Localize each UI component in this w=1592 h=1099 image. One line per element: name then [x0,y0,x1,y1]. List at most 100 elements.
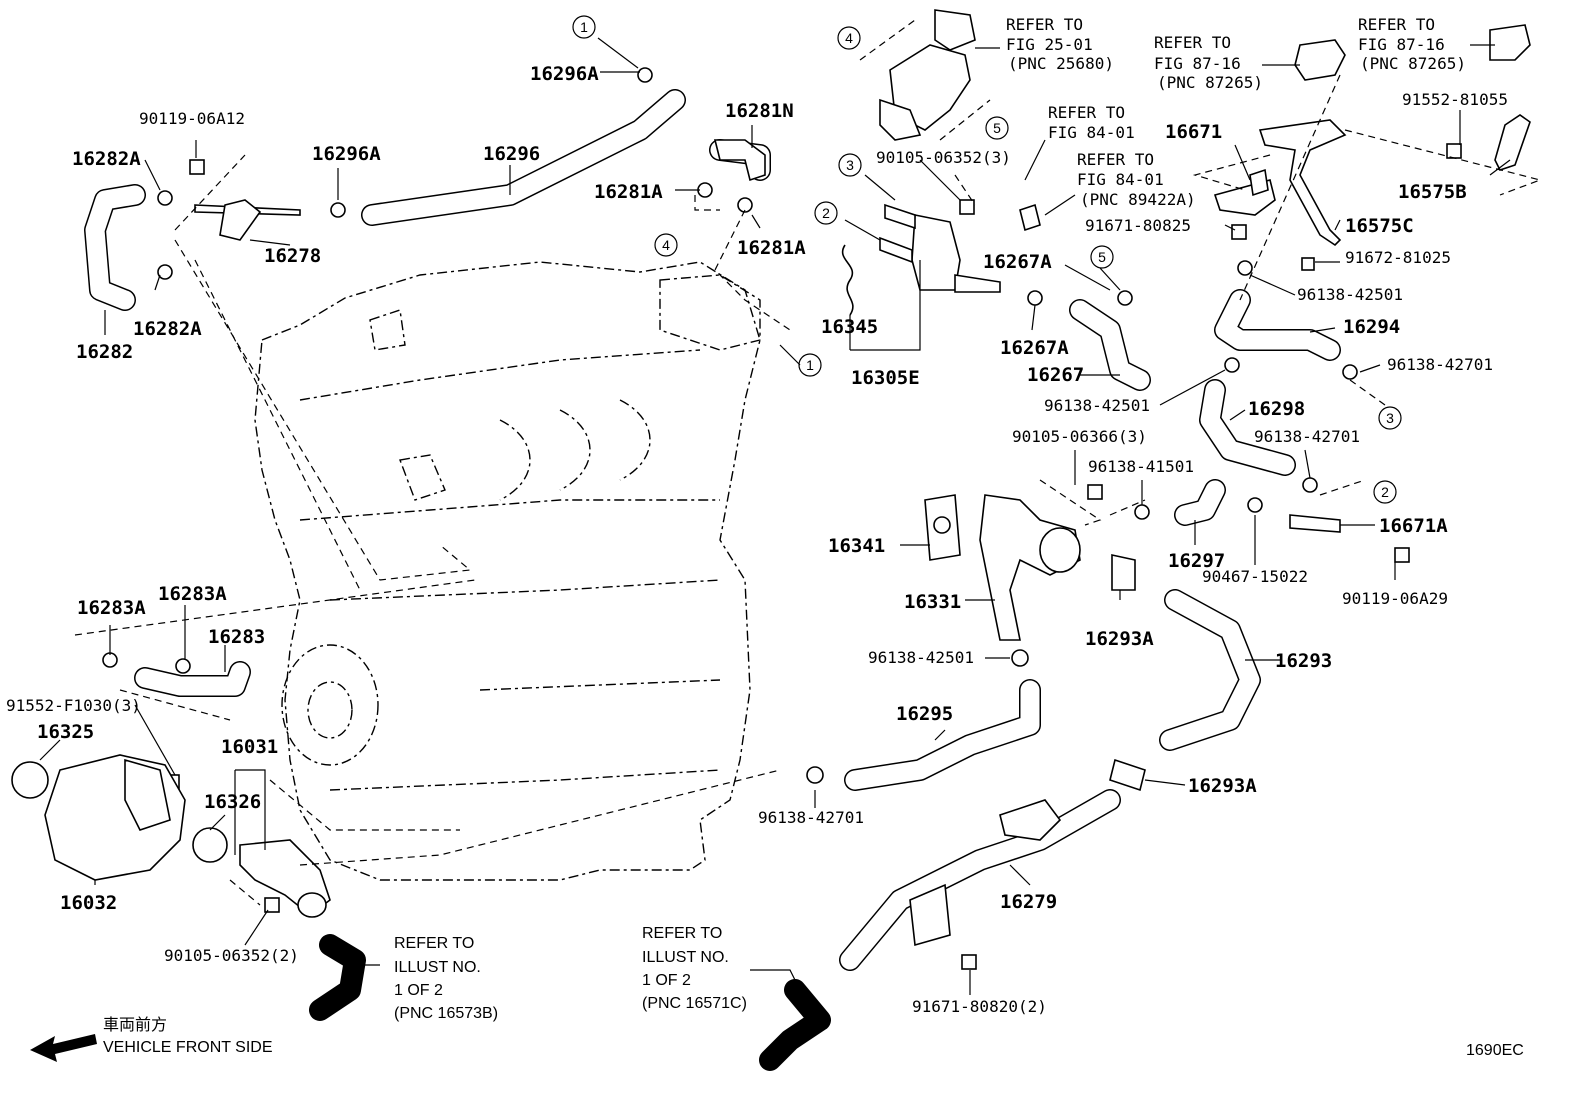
label-16281N: 16281N [725,100,794,122]
label-16282: 16282 [76,341,133,363]
label-16326: 16326 [204,791,261,813]
figure-code: 1690EC [1466,1042,1524,1059]
ref-illust-16573B: REFER TO ILLUST NO. 1 OF 2 (PNC 16573B) [394,935,498,1022]
callout-2-right: 2 [1373,480,1397,504]
label-91552-F1030-3: 91552-F1030(3) [6,696,141,715]
label-16283: 16283 [208,626,265,648]
label-16293A-bottom: 16293A [1188,775,1257,797]
label-96138-42501-c: 96138-42501 [868,648,974,667]
svg-text:REFER TO: REFER TO [1077,150,1154,169]
callout-5-top: 5 [985,116,1009,140]
circle-callouts: 1 1 2 2 3 3 4 4 5 5 [572,15,1402,504]
label-16296A: 16296A [312,143,381,165]
label-96138-42501-b: 96138-42501 [1044,396,1150,415]
direction-jp: 車両前方 [103,1016,167,1034]
callout-4-mid: 4 [654,233,678,257]
svg-text:FIG 84-01: FIG 84-01 [1077,170,1164,189]
label-96138-41501: 96138-41501 [1088,457,1194,476]
svg-text:2: 2 [822,205,830,221]
callout-1-top: 1 [572,15,596,39]
svg-text:3: 3 [1386,410,1394,426]
label-91552-81055: 91552-81055 [1402,90,1508,109]
label-16281A-right: 16281A [737,237,806,259]
svg-text:1: 1 [580,19,588,35]
svg-text:(PNC 25680): (PNC 25680) [1008,54,1114,73]
callout-3-left: 3 [838,153,862,177]
callout-1-mid: 1 [798,353,822,377]
label-16296: 16296 [483,143,540,165]
callout-4-top: 4 [837,26,861,50]
svg-text:FIG 25-01: FIG 25-01 [1006,35,1093,54]
label-16282A-bottom: 16282A [133,318,202,340]
label-16293: 16293 [1275,650,1332,672]
svg-text:FIG 87-16: FIG 87-16 [1154,54,1241,73]
vehicle-front-indicator: 車両前方 VEHICLE FRONT SIDE [30,1016,273,1062]
front-arrow-icon [30,1034,97,1062]
svg-text:5: 5 [993,120,1001,136]
svg-text:FIG 84-01: FIG 84-01 [1048,123,1135,142]
svg-text:1: 1 [806,357,814,373]
svg-text:(PNC 87265): (PNC 87265) [1157,73,1263,92]
svg-text:(PNC 16573B): (PNC 16573B) [394,1005,498,1022]
svg-text:1 OF 2: 1 OF 2 [642,972,691,989]
reference-notes: REFER TO FIG 25-01 (PNC 25680) REFER TO … [394,15,1466,1022]
svg-text:3: 3 [846,157,854,173]
label-16341: 16341 [828,535,885,557]
label-16671A: 16671A [1379,515,1448,537]
label-96138-42501-a: 96138-42501 [1297,285,1403,304]
svg-text:REFER TO: REFER TO [642,925,722,942]
label-16296A-top: 16296A [530,63,599,85]
callout-3-right: 3 [1378,406,1402,430]
label-16345: 16345 [821,316,878,338]
ref-fig-84-01-a: REFER TO FIG 84-01 [1048,103,1135,142]
ref-fig-84-01-b: REFER TO FIG 84-01 (PNC 89422A) [1077,150,1196,209]
label-90119-06A29: 90119-06A29 [1342,589,1448,608]
label-16278: 16278 [264,245,321,267]
label-16575C: 16575C [1345,215,1414,237]
label-16279: 16279 [1000,891,1057,913]
label-90105-06366-3: 90105-06366(3) [1012,427,1147,446]
svg-text:(PNC 89422A): (PNC 89422A) [1080,190,1196,209]
label-16283A-left: 16283A [77,597,146,619]
callout-5-right: 5 [1090,245,1114,269]
label-16283A-right: 16283A [158,583,227,605]
label-16267A-bottom: 16267A [1000,337,1069,359]
label-16331: 16331 [904,591,961,613]
svg-text:REFER TO: REFER TO [1006,15,1083,34]
label-16267: 16267 [1027,364,1084,386]
direction-en: VEHICLE FRONT SIDE [103,1039,273,1056]
svg-text:REFER TO: REFER TO [394,935,474,952]
svg-text:5: 5 [1098,249,1106,265]
leader-lines [39,19,1542,995]
svg-text:ILLUST NO.: ILLUST NO. [394,959,481,976]
engine-block-outline [254,261,761,881]
label-16305E: 16305E [851,367,920,389]
label-90467-15022: 90467-15022 [1202,567,1308,586]
label-16671: 16671 [1165,121,1222,143]
svg-text:2: 2 [1381,484,1389,500]
label-91671-80820-2: 91671-80820(2) [912,997,1047,1016]
label-90105-06352-2: 90105-06352(2) [164,946,299,965]
label-90119-06A12: 90119-06A12 [139,109,245,128]
label-16325: 16325 [37,721,94,743]
svg-text:4: 4 [845,30,853,46]
svg-text:REFER TO: REFER TO [1358,15,1435,34]
label-16295: 16295 [896,703,953,725]
label-16297: 16297 [1168,550,1225,572]
svg-text:4: 4 [662,237,670,253]
label-91672-81025: 91672-81025 [1345,248,1451,267]
ref-fig-87-16-b: REFER TO FIG 87-16 (PNC 87265) [1358,15,1466,73]
label-16298: 16298 [1248,398,1305,420]
svg-text:REFER TO: REFER TO [1048,103,1125,122]
part-labels: 16296A 90119-06A12 16282A 16296A 16296 1… [6,63,1508,1016]
label-16031: 16031 [221,736,278,758]
label-16032: 16032 [60,892,117,914]
label-16294: 16294 [1343,316,1400,338]
label-16575B: 16575B [1398,181,1467,203]
svg-text:FIG 87-16: FIG 87-16 [1358,35,1445,54]
svg-text:REFER TO: REFER TO [1154,33,1231,52]
svg-text:(PNC 87265): (PNC 87265) [1360,54,1466,73]
svg-text:(PNC 16571C): (PNC 16571C) [642,995,747,1012]
ref-fig-25-01: REFER TO FIG 25-01 (PNC 25680) [1006,15,1114,73]
